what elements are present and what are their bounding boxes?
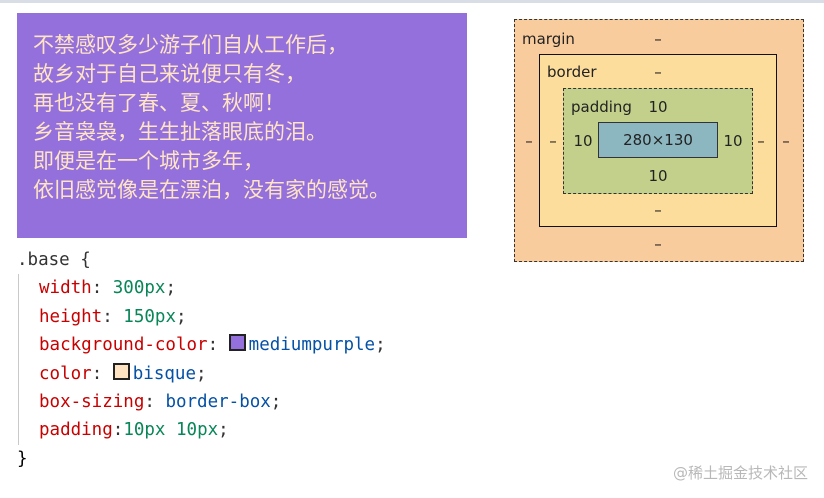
padding-left-value[interactable]: 10: [573, 132, 593, 150]
property-name: color: [39, 363, 92, 384]
property-value: mediumpurple: [248, 335, 376, 356]
demo-text-line: 乡音袅袅，生生扯落眼底的泪。: [33, 120, 327, 144]
border-left-value[interactable]: –: [549, 132, 557, 150]
declaration-padding[interactable]: padding:10px 10px;: [39, 420, 229, 441]
demo-text-line: 再也没有了春、夏、秋啊！: [33, 91, 285, 115]
declarations: width: 300px; height: 150px; background-…: [18, 274, 477, 445]
border-bottom-value[interactable]: –: [654, 201, 662, 219]
top-divider: [0, 0, 824, 3]
border-label: border: [547, 63, 597, 81]
property-name: background-color: [39, 335, 208, 356]
property-name: width: [39, 278, 92, 299]
demo-text-line: 依旧感觉像是在漂泊，没有家的感觉。: [33, 178, 390, 202]
property-value: border-box: [165, 392, 271, 413]
rule-header: .base {: [17, 246, 477, 274]
margin-left-value[interactable]: –: [525, 132, 533, 150]
demo-text-line: 不禁感叹多少游子们自从工作后，: [33, 33, 348, 57]
border-top-value[interactable]: –: [654, 63, 662, 81]
box-model-content[interactable]: 280×130: [598, 122, 718, 158]
property-value: 150px: [123, 306, 176, 327]
margin-label: margin: [522, 30, 575, 48]
css-selector[interactable]: .base: [17, 250, 70, 270]
color-swatch[interactable]: [112, 362, 130, 380]
close-brace: }: [17, 448, 28, 469]
watermark: @稀土掘金技术社区: [672, 464, 808, 482]
declaration-height[interactable]: height: 150px;: [39, 306, 187, 327]
property-value: 300px: [112, 278, 166, 299]
margin-bottom-value[interactable]: –: [654, 235, 662, 253]
css-rule: .base { width: 300px; height: 150px; bac…: [17, 246, 477, 473]
margin-right-value[interactable]: –: [782, 132, 790, 150]
declaration-color[interactable]: color: bisque;: [39, 362, 207, 384]
property-value: 10px 10px: [123, 420, 219, 441]
content-size: 280×130: [623, 131, 693, 149]
demo-text-line: 故乡对于自己来说便只有冬，: [33, 62, 306, 86]
property-name: height: [39, 306, 103, 327]
property-name: box-sizing: [39, 392, 145, 413]
declaration-width[interactable]: width: 300px;: [39, 278, 176, 299]
padding-top-value[interactable]: 10: [648, 98, 668, 116]
color-swatch[interactable]: [228, 334, 246, 352]
margin-top-value[interactable]: –: [654, 30, 662, 48]
border-right-value[interactable]: –: [757, 132, 765, 150]
property-value: bisque: [132, 363, 196, 384]
property-name: padding: [39, 420, 113, 441]
padding-label: padding: [571, 98, 632, 116]
open-brace: {: [69, 250, 91, 270]
demo-element: 不禁感叹多少游子们自从工作后， 故乡对于自己来说便只有冬， 再也没有了春、夏、秋…: [17, 13, 467, 238]
padding-right-value[interactable]: 10: [723, 132, 743, 150]
declaration-box-sizing[interactable]: box-sizing: border-box;: [39, 392, 282, 413]
declaration-background-color[interactable]: background-color: mediumpurple;: [39, 334, 386, 356]
demo-text-line: 即便是在一个城市多年，: [33, 149, 264, 173]
padding-bottom-value[interactable]: 10: [648, 167, 668, 185]
